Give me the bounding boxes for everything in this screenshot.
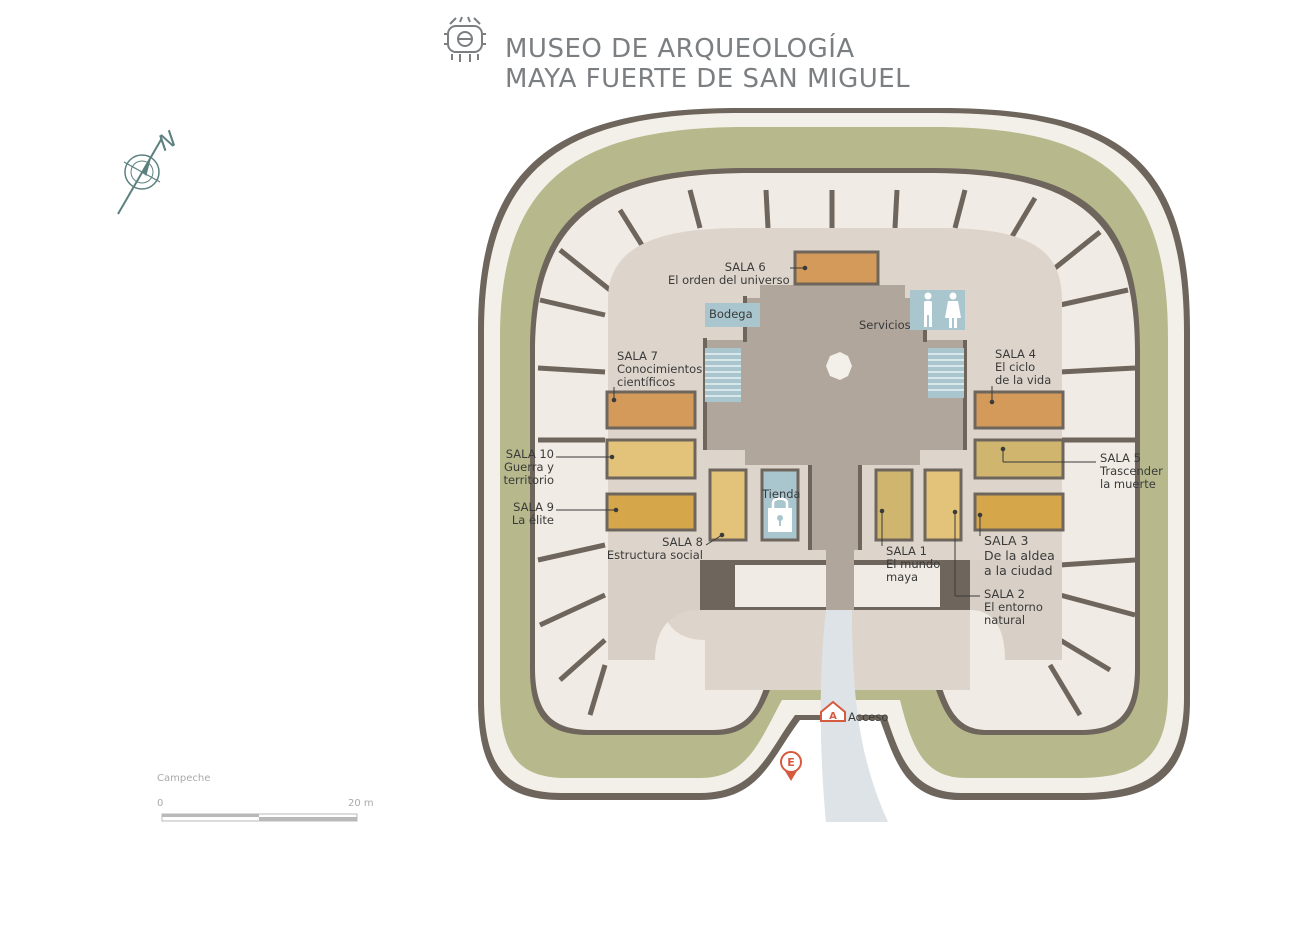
label-bodega[interactable]: Bodega: [709, 307, 753, 321]
map-pin-icon[interactable]: E: [780, 751, 802, 781]
label-sala9[interactable]: SALA 9 La élite: [511, 500, 554, 527]
pin-marker-letter: E: [787, 756, 795, 769]
label-sala10[interactable]: SALA 10 Guerra y territorio: [503, 447, 554, 487]
label-acceso[interactable]: Acceso: [848, 710, 889, 724]
room-sala1[interactable]: [874, 468, 914, 542]
label-leaders: [556, 265, 1096, 597]
room-sala8[interactable]: [708, 468, 748, 542]
restroom-icon: [924, 292, 961, 328]
courtyard-lower-left: [608, 560, 700, 660]
stairs-left: [705, 348, 741, 402]
room-sala10[interactable]: [605, 438, 697, 480]
label-sala1[interactable]: SALA 1 El mundo maya: [886, 544, 941, 584]
scale-bar: [161, 813, 358, 822]
entrance-corridor: [826, 540, 854, 610]
scale-start-label: 0: [157, 798, 164, 809]
label-sala5[interactable]: SALA 5 Trascender la muerte: [1100, 451, 1163, 491]
room-sala6[interactable]: [793, 250, 880, 286]
shopping-bag-icon: [768, 497, 792, 532]
courtyard-lower-right: [970, 560, 1062, 660]
label-servicios[interactable]: Servicios: [859, 318, 911, 332]
room-sala5[interactable]: [973, 438, 1065, 480]
access-marker-letter: A: [829, 711, 837, 722]
label-tienda[interactable]: Tienda: [762, 487, 801, 501]
central-hall: [705, 285, 965, 550]
central-hall-column: [826, 352, 852, 380]
title-line-1: MUSEO DE ARQUEOLOGÍA: [505, 34, 855, 64]
north-label: N: [155, 127, 182, 157]
page-title: MUSEO DE ARQUEOLOGÍA MAYA FUERTE DE SAN …: [505, 34, 910, 94]
rampart-dividers: [537, 189, 1136, 717]
scale-city-label: Campeche: [157, 773, 211, 784]
room-sala4[interactable]: [973, 390, 1065, 430]
access-marker-icon[interactable]: A: [820, 700, 846, 722]
room-sala9[interactable]: [605, 492, 697, 532]
label-sala2[interactable]: SALA 2 El entorno natural: [984, 587, 1043, 627]
maya-glyph-icon: [444, 16, 486, 62]
label-sala3[interactable]: SALA 3 De la aldea a la ciudad: [984, 533, 1055, 578]
label-sala4[interactable]: SALA 4 El ciclo de la vida: [995, 347, 1052, 387]
room-bodega[interactable]: [705, 303, 760, 327]
label-sala7[interactable]: SALA 7 Conocimientos científicos: [617, 349, 703, 389]
title-line-2: MAYA FUERTE DE SAN MIGUEL: [505, 64, 911, 94]
room-sala3[interactable]: [973, 492, 1065, 532]
compass-rose-icon: [117, 137, 163, 215]
stairs-right: [928, 348, 964, 398]
access-path: [820, 610, 888, 822]
scale-end-label: 20 m: [348, 798, 374, 809]
label-sala8[interactable]: SALA 8 Estructura social: [606, 535, 703, 562]
label-sala6[interactable]: SALA 6 El orden del universo: [668, 260, 790, 287]
room-sala7[interactable]: [605, 390, 697, 430]
room-sala2[interactable]: [923, 468, 963, 542]
